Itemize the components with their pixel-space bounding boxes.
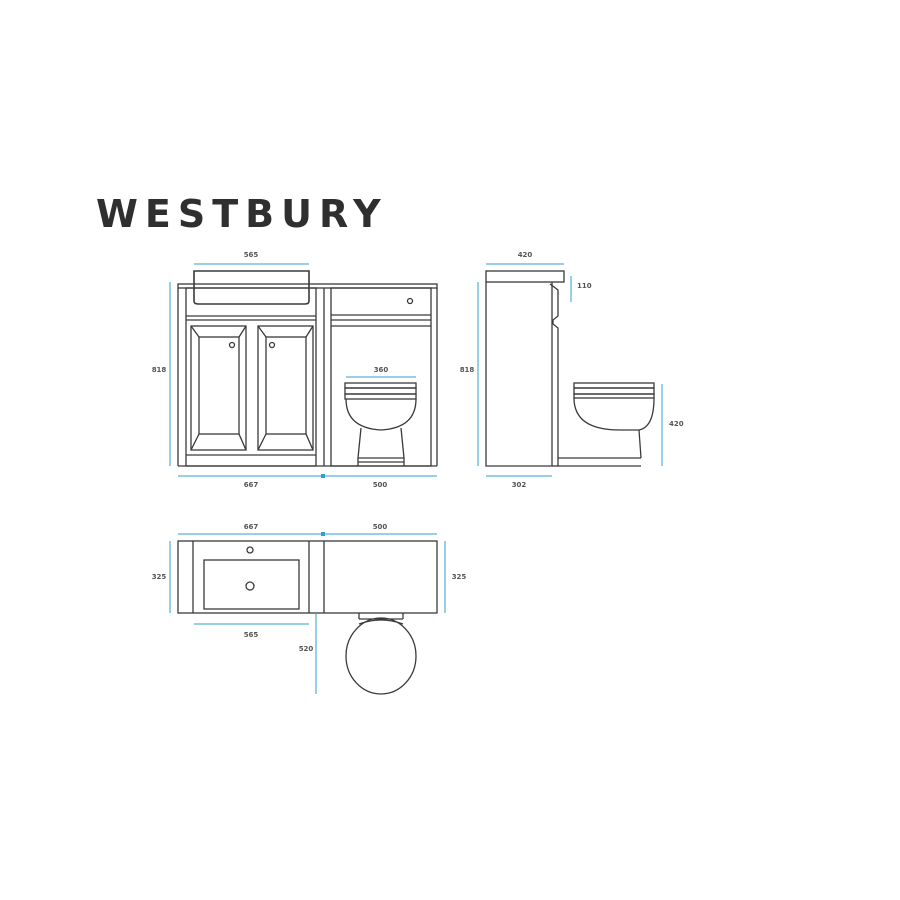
dim-plan-left-depth: 325 xyxy=(152,573,167,581)
tap-hole xyxy=(246,546,254,554)
vanity-door-right xyxy=(257,325,314,451)
dim-plan-right-depth: 325 xyxy=(452,573,467,581)
side-door-profile xyxy=(549,283,559,466)
dim-front-height: 818 xyxy=(152,366,167,374)
dim-plan-vanity-width: 667 xyxy=(244,523,259,531)
dim-side-unit-depth: 302 xyxy=(512,481,527,489)
toilet-side xyxy=(558,382,655,467)
dim-side-depth-top: 420 xyxy=(518,251,533,259)
dim-plan-basin-width: 565 xyxy=(244,631,259,639)
wc-unit-frame xyxy=(330,287,432,467)
side-elevation: 420 110 818 420 302 xyxy=(460,251,684,489)
door-knob-left xyxy=(228,341,236,349)
product-title: WESTBURY xyxy=(96,192,388,236)
toilet-front xyxy=(344,382,417,466)
side-worktop xyxy=(485,270,565,283)
dim-front-wc-unit-width: 500 xyxy=(373,481,388,489)
plan-outline xyxy=(177,540,438,614)
dim-side-worktop-height: 110 xyxy=(577,282,592,290)
dim-front-vanity-width: 667 xyxy=(244,481,259,489)
dim-plan-wc-unit-width: 500 xyxy=(373,523,388,531)
toilet-plan xyxy=(345,613,417,695)
flush-button xyxy=(406,297,414,305)
plan-view: 667 500 325 325 565 520 xyxy=(152,523,467,695)
dim-toilet-seat-width: 360 xyxy=(374,366,389,374)
door-knob-right xyxy=(268,341,276,349)
dim-front-basin-width: 565 xyxy=(244,251,259,259)
dim-side-height: 818 xyxy=(460,366,475,374)
plan-basin xyxy=(203,559,300,610)
front-elevation: 565 818 360 667 500 xyxy=(152,251,438,489)
dim-plan-pan-projection: 520 xyxy=(299,645,314,653)
vanity-frame xyxy=(185,287,317,467)
dim-side-pan-height: 420 xyxy=(669,420,684,428)
basin-waste xyxy=(245,581,255,591)
front-basin xyxy=(193,270,310,305)
vanity-door-left xyxy=(190,325,247,451)
